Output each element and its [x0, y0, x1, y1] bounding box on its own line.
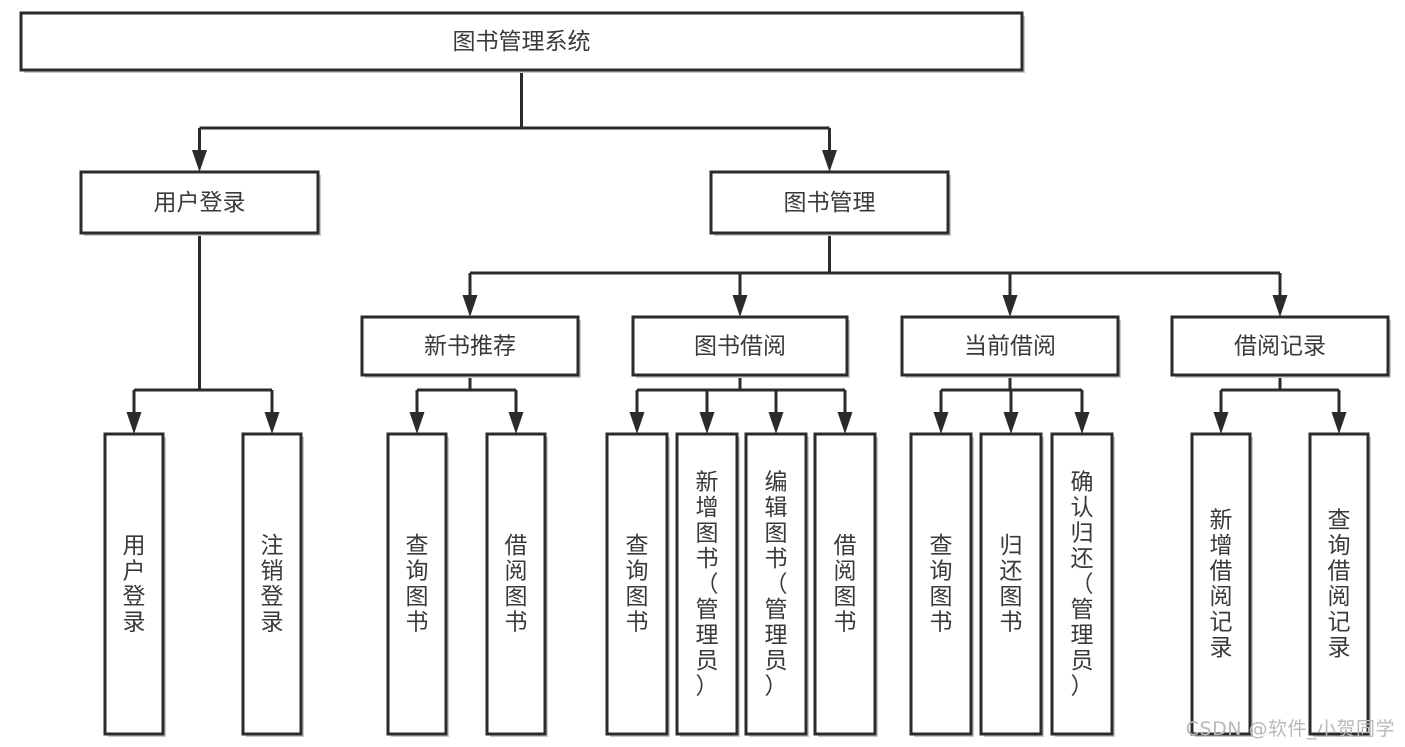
node-leaf-current-return[interactable]: 归还图书 [979, 432, 1044, 737]
connector-arrowhead [1002, 295, 1018, 317]
node-box[interactable] [675, 432, 739, 736]
node-box[interactable] [900, 315, 1120, 377]
node-box[interactable] [103, 432, 165, 736]
node-label: 借阅图书 [834, 533, 857, 636]
node-box[interactable] [79, 170, 320, 235]
node-label: 用户登录 [154, 190, 246, 216]
node-login[interactable]: 用户登录 [79, 170, 321, 236]
connector-arrowhead [933, 412, 949, 434]
node-label: 查询图书 [406, 533, 429, 636]
connector-arrowhead [126, 412, 142, 434]
node-label: 新增图书（管理员） [696, 469, 719, 699]
node-leaf-current-query[interactable]: 查询图书 [909, 432, 974, 737]
node-box[interactable] [1170, 315, 1390, 377]
node-label: 图书管理系统 [453, 29, 591, 55]
node-leaf-borrow-add[interactable]: 新增图书（管理员） [675, 432, 740, 737]
node-newbook[interactable]: 新书推荐 [360, 315, 581, 378]
node-box[interactable] [19, 11, 1024, 72]
node-leaf-current-confirm[interactable]: 确认归还（管理员） [1050, 432, 1115, 737]
connector-arrowhead [629, 412, 645, 434]
node-label: 查询图书 [930, 533, 953, 636]
node-box[interactable] [485, 432, 547, 736]
node-layer: 图书管理系统用户登录图书管理新书推荐图书借阅当前借阅借阅记录用户登录注销登录查询… [19, 11, 1391, 737]
node-label: 查询借阅记录 [1328, 508, 1351, 662]
connector-arrowhead [462, 295, 478, 317]
node-label: 当前借阅 [964, 334, 1056, 360]
node-label: 归还图书 [1000, 533, 1023, 636]
node-label: 新书推荐 [424, 334, 516, 360]
node-label: 图书管理 [784, 190, 876, 216]
connector-arrowhead [409, 412, 425, 434]
node-box[interactable] [744, 432, 808, 736]
node-label: 注销登录 [261, 533, 284, 636]
node-box[interactable] [241, 432, 303, 736]
connector-layer [126, 70, 1347, 434]
node-box[interactable] [1190, 432, 1252, 736]
node-box[interactable] [813, 432, 877, 736]
connector-arrowhead [837, 412, 853, 434]
node-label: 确认归还（管理员） [1071, 469, 1094, 699]
node-box[interactable] [1308, 432, 1370, 736]
node-label: 编辑图书（管理员） [765, 469, 788, 699]
node-label: 新增借阅记录 [1210, 508, 1233, 662]
connector-arrowhead [1213, 412, 1229, 434]
connector-arrowhead [768, 412, 784, 434]
node-box[interactable] [709, 170, 950, 235]
node-current[interactable]: 当前借阅 [900, 315, 1121, 378]
node-label: 借阅图书 [505, 533, 528, 636]
connector-arrowhead [508, 412, 524, 434]
connector-arrowhead [1331, 412, 1347, 434]
node-leaf-new-query[interactable]: 查询图书 [386, 432, 449, 737]
connector-arrowhead [822, 150, 837, 172]
connector-arrowhead [192, 150, 207, 172]
connector-arrowhead [699, 412, 715, 434]
node-bookmgmt[interactable]: 图书管理 [709, 170, 951, 236]
connector-arrowhead [732, 295, 748, 317]
node-leaf-user-logout[interactable]: 注销登录 [241, 432, 304, 737]
node-box[interactable] [360, 315, 580, 377]
node-label: 用户登录 [123, 533, 146, 636]
node-leaf-borrow-query[interactable]: 查询图书 [605, 432, 670, 737]
node-leaf-borrow-do[interactable]: 借阅图书 [813, 432, 878, 737]
node-label: 借阅记录 [1234, 334, 1326, 360]
connector-arrowhead [1272, 295, 1288, 317]
node-label: 查询图书 [626, 533, 649, 636]
node-box[interactable] [631, 315, 849, 377]
node-leaf-record-add[interactable]: 新增借阅记录 [1190, 432, 1253, 737]
connector-arrowhead [1003, 412, 1019, 434]
node-box[interactable] [979, 432, 1043, 736]
node-leaf-new-borrow[interactable]: 借阅图书 [485, 432, 548, 737]
connector-arrowhead [264, 412, 280, 434]
node-leaf-record-query[interactable]: 查询借阅记录 [1308, 432, 1371, 737]
node-box[interactable] [909, 432, 973, 736]
node-leaf-borrow-edit[interactable]: 编辑图书（管理员） [744, 432, 809, 737]
node-borrow[interactable]: 图书借阅 [631, 315, 850, 378]
node-box[interactable] [1050, 432, 1114, 736]
node-label: 图书借阅 [694, 334, 786, 360]
node-box[interactable] [386, 432, 448, 736]
node-records[interactable]: 借阅记录 [1170, 315, 1391, 378]
node-leaf-user-login[interactable]: 用户登录 [103, 432, 166, 737]
node-box[interactable] [605, 432, 669, 736]
connector-arrowhead [1074, 412, 1090, 434]
node-root[interactable]: 图书管理系统 [19, 11, 1025, 73]
